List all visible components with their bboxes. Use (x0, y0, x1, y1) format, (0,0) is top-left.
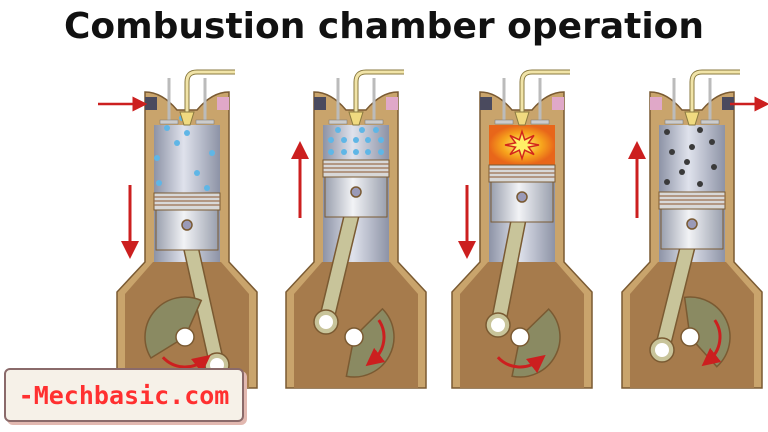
charge-particle (341, 137, 347, 143)
piston-pin (350, 186, 362, 198)
spark-plug-lead (185, 70, 235, 112)
charge-particle (697, 181, 703, 187)
charge-particle (154, 155, 160, 161)
rotation-arrow-icon (701, 319, 722, 367)
valve-head (195, 119, 215, 125)
crankshaft-center (344, 327, 364, 347)
spark-plug (514, 111, 530, 126)
charge-particle (664, 179, 670, 185)
connecting-rod (319, 190, 363, 329)
charge-particle (709, 139, 715, 145)
valve-head (700, 119, 720, 125)
charge-particle (184, 130, 190, 136)
charge-particle (373, 127, 379, 133)
intake-port (145, 97, 157, 110)
charge-particle (174, 140, 180, 146)
charge-particle (697, 127, 703, 133)
crankshaft-center (680, 327, 700, 347)
charge-particle (378, 149, 384, 155)
exhaust-port (386, 97, 398, 110)
exhaust-port (217, 97, 229, 110)
engine-stroke-3 (451, 69, 593, 389)
charge-particle (341, 149, 347, 155)
spark-plug (684, 111, 700, 126)
exhaust-port (552, 97, 564, 110)
engine-stroke-4 (621, 69, 768, 389)
intake-port (314, 97, 326, 110)
piston-pin (516, 191, 528, 203)
charge-particle (711, 164, 717, 170)
valve-head (159, 119, 179, 125)
charge-particle (669, 149, 675, 155)
crank-counterweight (144, 296, 203, 360)
charge-particle (328, 149, 334, 155)
valve-head (664, 119, 684, 125)
intake-port (480, 97, 492, 110)
charge-particle (664, 129, 670, 135)
rotation-arrow-icon (496, 354, 546, 374)
charge-particle (365, 137, 371, 143)
charge-particle (689, 144, 695, 150)
valve-head (364, 119, 384, 125)
valve-head (530, 119, 550, 125)
crank-pin (491, 318, 505, 332)
spark-plug-lead (690, 70, 740, 112)
watermark-text: -Mechbasic.com (18, 380, 230, 410)
piston-pin (686, 218, 698, 230)
charge-particle (209, 150, 215, 156)
exhaust-port (722, 97, 734, 110)
rotation-arrow-icon (365, 319, 386, 367)
charge-particle (335, 127, 341, 133)
rotation-arrow-icon (161, 354, 211, 374)
spark-plug-lead (520, 70, 570, 112)
watermark-label: -Mechbasic.com (4, 368, 244, 422)
crank-counterweight (511, 308, 561, 378)
charge-particle (164, 125, 170, 131)
spark-plug (348, 111, 364, 126)
charge-particle (359, 127, 365, 133)
crank-pin (319, 315, 333, 329)
charge-particle (204, 185, 210, 191)
crank-pin (655, 343, 669, 357)
valve-head (494, 119, 514, 125)
page-title: Combustion chamber operation (63, 6, 705, 47)
connecting-rod (180, 223, 224, 372)
valve-head (328, 119, 348, 125)
explosion-burst-icon (504, 128, 540, 162)
piston-skirt (155, 209, 219, 251)
charge-particle (353, 137, 359, 143)
spark-plug (179, 111, 195, 126)
engine-stroke-1 (98, 69, 258, 389)
crankshaft-center (510, 327, 530, 347)
piston-pin (181, 219, 193, 231)
charge-particle (684, 159, 690, 165)
charge-particle (156, 180, 162, 186)
crankshaft-center (175, 327, 195, 347)
charge-particle (365, 149, 371, 155)
charge-particle (378, 137, 384, 143)
charge-particle (328, 137, 334, 143)
charge-particle (353, 149, 359, 155)
intake-port (650, 97, 662, 110)
spark-plug-lead (354, 70, 404, 112)
charge-particle (194, 170, 200, 176)
charge-particle (679, 169, 685, 175)
engine-stroke-2 (285, 69, 427, 389)
